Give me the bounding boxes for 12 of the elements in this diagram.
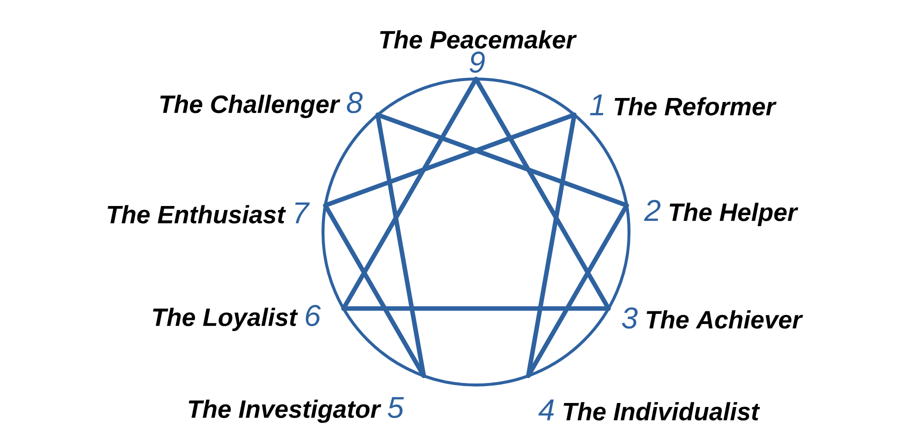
- number-label: 3 The Achiever: [622, 307, 804, 329]
- number-label: The Challenger 8: [160, 92, 363, 118]
- star-line: [341, 76, 478, 311]
- number-label: 1 The Reformer: [590, 94, 777, 116]
- number-label: 2 The Helper: [644, 200, 798, 226]
- number-label: The Investigator 5: [188, 397, 404, 423]
- star-line: [323, 112, 577, 208]
- number-label: 4 The Individualist: [538, 400, 760, 420]
- number-label: The Enthusiast 7: [108, 202, 310, 224]
- star-line: [341, 306, 611, 311]
- number-label: The Peacemaker 9: [380, 30, 577, 73]
- number-label: The Loyalist 6: [153, 304, 321, 332]
